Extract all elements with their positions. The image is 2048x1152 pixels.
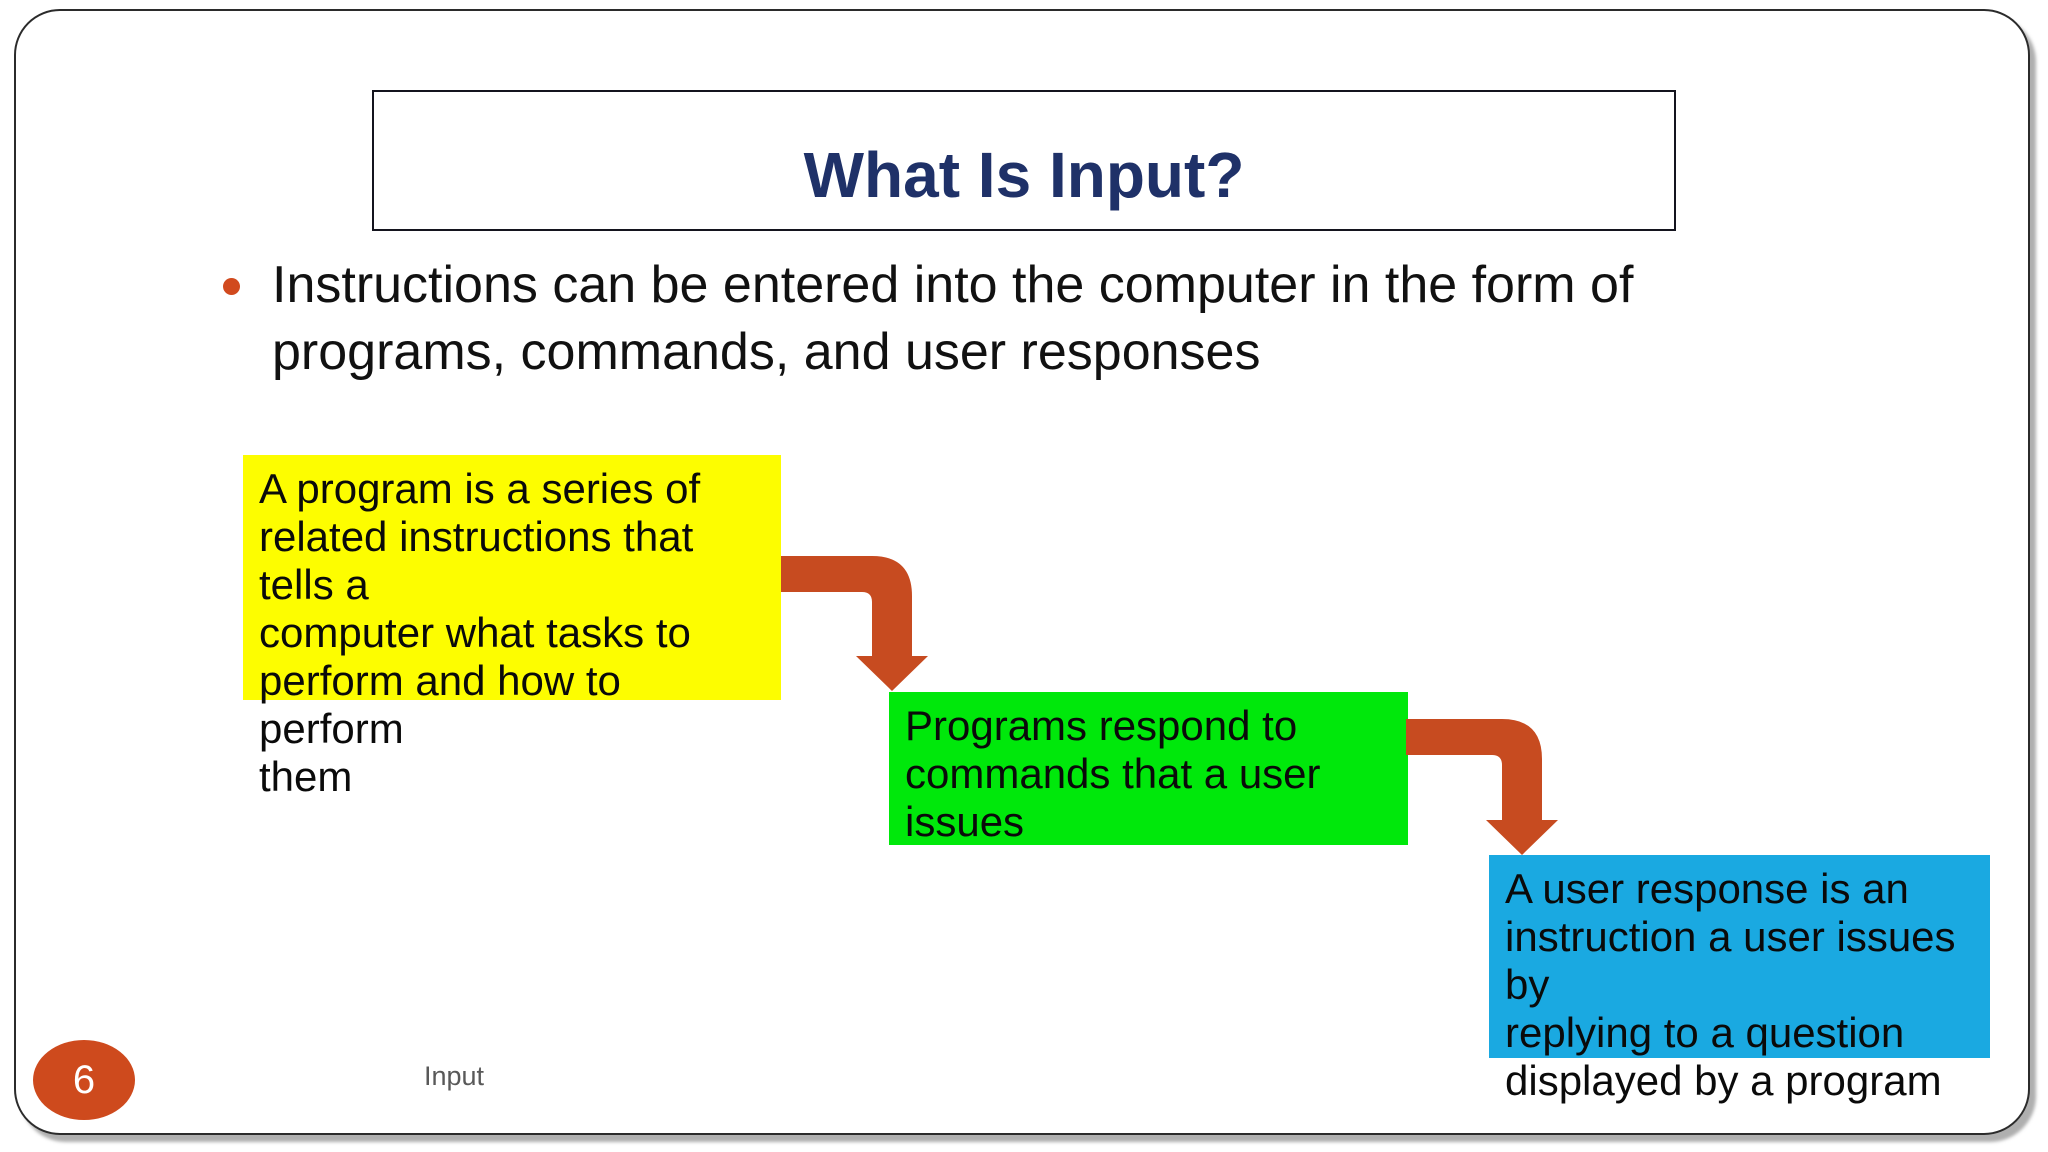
bullet-text: Instructions can be entered into the com…: [272, 256, 1634, 381]
bullet-item: Instructions can be entered into the com…: [223, 252, 1883, 386]
footer-label: Input: [424, 1061, 485, 1091]
slide-title: What Is Input?: [803, 138, 1245, 211]
program-definition-box: A program is a series of related instruc…: [243, 455, 781, 800]
user-response-definition-box: A user response is an instruction a user…: [1489, 855, 1990, 1104]
page-number-badge: 6: [33, 1040, 135, 1120]
bullet-dot-icon: [223, 278, 240, 295]
title-box: What Is Input?: [372, 90, 1676, 231]
page-number: 6: [72, 1057, 96, 1102]
commands-definition-box: Programs respond to commands that a user…: [889, 692, 1408, 845]
